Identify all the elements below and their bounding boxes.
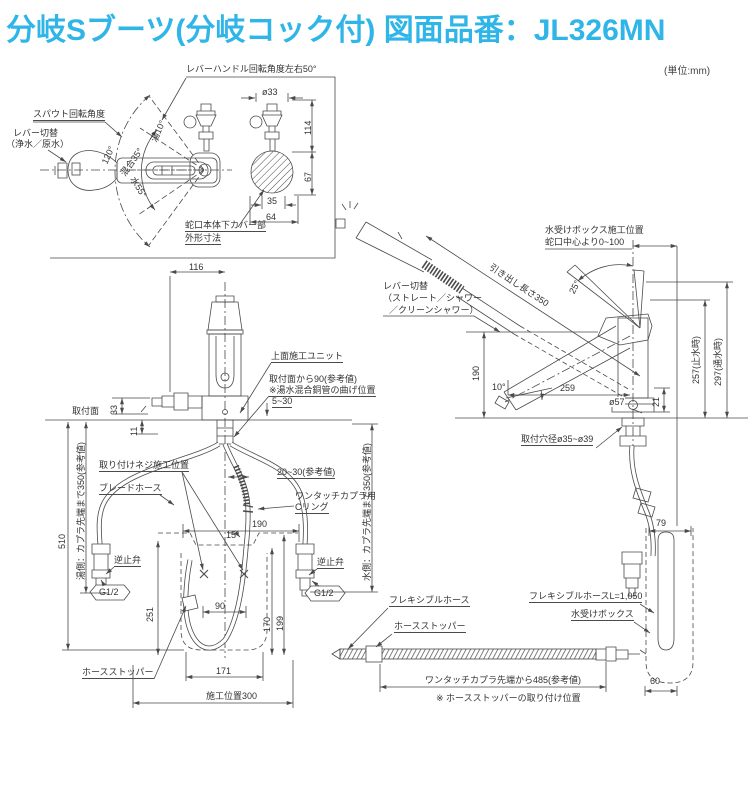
waterbox-pos-label-2: 蛇口中心より0~100 bbox=[545, 237, 625, 247]
ref90-label: 取付面から90(参考値) bbox=[269, 374, 358, 384]
lever-switch2-label-3: ／クリーンシャワー） bbox=[389, 305, 479, 315]
hose-stopper-label: ホースストッパー bbox=[394, 621, 466, 634]
dim-114: 114 bbox=[303, 120, 313, 135]
cold-side-label: 水側：カプラ先端まで350(参考値) bbox=[362, 442, 372, 581]
dim-64: 64 bbox=[266, 212, 277, 222]
blade-hose-label: ブレードホース bbox=[99, 483, 162, 496]
dim-60: 60 bbox=[650, 676, 661, 686]
g12-right-label: G1/2 bbox=[314, 588, 334, 598]
coupler-cring-label-2: Cリング bbox=[295, 502, 329, 515]
bend-note-label: ※湯水混合銅管の曲げ位置 bbox=[269, 385, 376, 398]
dim-199: 199 bbox=[275, 615, 285, 631]
dim-21: 21 bbox=[651, 396, 661, 407]
screw-pos-label: 取り付けネジ施工位置 bbox=[99, 460, 190, 473]
hot-side-label: 湯側：カプラ先端まで350(参考値) bbox=[76, 441, 86, 580]
lever-switch2-label-1: レバー切替 bbox=[383, 281, 429, 291]
dim-67: 67 bbox=[303, 171, 313, 182]
dim-35: 35 bbox=[267, 196, 278, 206]
unit-note: (単位:mm) bbox=[664, 66, 711, 77]
page-title: 分岐Sブーツ(分岐コック付) 図面品番：JL326MN bbox=[6, 14, 666, 47]
dim-5-30: 5~30 bbox=[272, 396, 293, 409]
g12-left-label: G1/2 bbox=[99, 587, 119, 597]
lever-rotation-label: レバーハンドル回転角度左右50° bbox=[186, 64, 317, 74]
dim-dia33: ø33 bbox=[262, 87, 278, 97]
dim-190-front: 190 bbox=[252, 519, 268, 529]
dim-170: 170 bbox=[262, 616, 272, 632]
hole-dia-label: 取付穴径ø35~ø39 bbox=[521, 434, 594, 447]
dim-190-side: 190 bbox=[471, 365, 481, 381]
cover-label-2: 外形寸法 bbox=[185, 233, 222, 246]
spout-rotation-label: スパウト回転角度 bbox=[33, 109, 106, 122]
dim-257: 257(止水時) bbox=[691, 335, 701, 384]
dim-33: 33 bbox=[109, 404, 119, 415]
dim-20-30: 20~30(参考値) bbox=[277, 467, 336, 480]
top-unit-label: 上面施工ユニット bbox=[271, 351, 344, 364]
dim-171: 171 bbox=[216, 666, 232, 676]
flex-hose-length-label: フレキシブルホースL=1,050 bbox=[529, 591, 643, 604]
lever-switch-label-1: レバー切替 bbox=[13, 128, 59, 138]
check-valve-right-label: 逆止弁 bbox=[317, 557, 345, 570]
dim-116: 116 bbox=[189, 262, 204, 272]
check-valve-left-label: 逆止弁 bbox=[114, 555, 142, 568]
dim-dia57: ø57 bbox=[609, 397, 625, 408]
dim-79: 79 bbox=[656, 518, 667, 529]
mounting-surface-label: 取付面 bbox=[72, 406, 100, 416]
dim-485: ワンタッチカプラ先端から485(参考値) bbox=[425, 675, 582, 685]
waterbox-label: 水受けボックス bbox=[571, 609, 634, 622]
coupler-cring-label-1: ワンタッチカプラ用 bbox=[295, 491, 377, 501]
dim-510: 510 bbox=[57, 533, 67, 549]
dim-90: 90 bbox=[215, 601, 226, 611]
angle-10-label: 10° bbox=[492, 382, 506, 392]
lever-switch-label-2: （浄水／原水） bbox=[6, 139, 70, 149]
hose-stopper-front-label: ホースストッパー bbox=[82, 667, 154, 680]
waterbox-pos-label-1: 水受けボックス施工位置 bbox=[545, 225, 644, 235]
dim-251: 251 bbox=[145, 606, 155, 622]
lever-switch2-label-2: （ストレート／シャワー bbox=[383, 293, 483, 303]
stopper-position-note: ※ ホースストッパーの取り付け位置 bbox=[436, 693, 581, 703]
flex-hose-label: フレキシブルホース bbox=[389, 595, 470, 608]
dim-259: 259 bbox=[560, 383, 576, 393]
cover-label-1: 蛇口本体下カバー部 bbox=[185, 220, 267, 233]
dim-11: 11 bbox=[129, 426, 139, 436]
angle-15-label: 15° bbox=[226, 530, 240, 540]
dim-297: 297(通水時) bbox=[713, 337, 723, 386]
dim-300: 施工位置300 bbox=[206, 691, 258, 701]
